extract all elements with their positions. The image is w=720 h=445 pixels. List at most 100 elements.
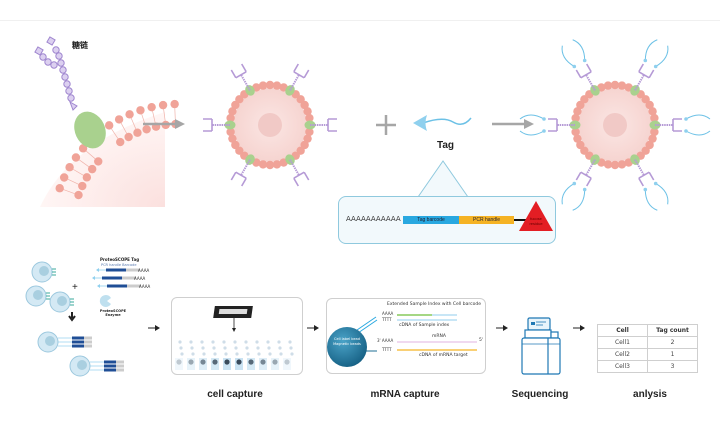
glycan-branch (327, 118, 337, 132)
tag-head (684, 117, 688, 121)
glycan-branch (230, 171, 247, 187)
glycan-branch (672, 118, 682, 132)
arrow-right-icon (143, 119, 185, 129)
tag-strand (655, 45, 669, 67)
cell-id: Cell1 (597, 336, 648, 349)
microwell (224, 352, 228, 356)
glycan-branch (548, 118, 558, 132)
magnetic-bead-illustration (327, 314, 477, 367)
captured-cell (236, 359, 242, 365)
barcode-bar (72, 336, 84, 340)
membrane-bead (571, 113, 580, 123)
tag-head (582, 58, 587, 63)
glycan-branch (293, 63, 310, 79)
tag-count: 3 (647, 360, 698, 373)
mrna-label: mRNA (432, 334, 446, 339)
handle-bar (84, 340, 92, 344)
membrane-bead (650, 127, 659, 137)
linker (514, 219, 526, 221)
tag-head (542, 117, 546, 121)
glycosylated-cell-illustration (203, 63, 337, 187)
tag-head (643, 187, 648, 192)
glycan-branch (638, 171, 655, 187)
microwell (255, 340, 259, 344)
tag-head (92, 276, 95, 280)
membrane-bead (603, 81, 613, 90)
glycan-branch (293, 171, 310, 187)
tag-count-table: Cell Tag count Cell1 2 Cell2 1 Cell3 3 (597, 324, 698, 373)
well (175, 358, 183, 370)
captured-cell (272, 359, 278, 365)
microwell (211, 340, 215, 344)
arrow-right-icon (492, 119, 534, 129)
microwell (223, 346, 227, 350)
microwell (257, 352, 261, 356)
arrow-head (232, 328, 236, 332)
captured-cell (200, 359, 206, 365)
microwell (266, 340, 270, 344)
glycan-stem (240, 159, 251, 176)
membrane-bead (231, 140, 240, 150)
barcode-bar (107, 284, 127, 288)
tag-head (96, 268, 99, 272)
callout-pointer (417, 160, 469, 198)
membrane-bead (645, 100, 654, 110)
glycan-branch (230, 63, 247, 79)
microwell (222, 340, 226, 344)
glycan-branch (575, 171, 592, 187)
tag-count: 2 (647, 336, 698, 349)
enzyme-icon (99, 294, 111, 307)
tag-strand (519, 130, 545, 136)
polya-label: AAAA (134, 276, 146, 281)
tag-subtitle: PCR handle Barcode (101, 263, 137, 267)
membrane-bead (226, 127, 235, 137)
glycan-branch (203, 118, 213, 132)
tag-strand (572, 189, 586, 211)
cell-nucleus (57, 296, 67, 306)
table-row: Cell1 2 (597, 336, 698, 349)
membrane-bead (571, 127, 580, 137)
tag-label: Tag (437, 140, 455, 151)
chip-slot (218, 309, 248, 314)
barcode-bar (104, 368, 116, 372)
membrane-bead (258, 160, 268, 169)
microwell (267, 346, 271, 350)
microwell (191, 352, 195, 356)
glycan-branch (638, 63, 655, 79)
handle-bar (126, 268, 140, 272)
tag-strand (572, 39, 586, 61)
handle-bar (122, 276, 136, 280)
tag-head (653, 64, 658, 69)
glycan-stem (585, 74, 596, 91)
tagged-cell-illustration (519, 39, 711, 211)
pcr-handle-segment: PCR handle (459, 216, 514, 224)
microwell (279, 352, 283, 356)
plus-icon (376, 115, 396, 135)
tag-strand (561, 183, 575, 205)
membrane-bead (650, 113, 659, 123)
tag-strand (685, 130, 711, 136)
microwell (277, 340, 281, 344)
bead-label: Cell label bead Magnetic beads (333, 337, 361, 346)
captured-cell (248, 359, 254, 365)
glycan-stem (289, 74, 300, 91)
microwell (246, 352, 250, 356)
cell-id: Cell2 (597, 348, 648, 361)
glycan-chain (34, 36, 78, 111)
membrane-bead (303, 134, 312, 143)
membrane-bead (648, 134, 657, 143)
aaaa-label: AAAA (382, 311, 394, 316)
membrane-bead (610, 80, 620, 90)
tag-barcode-segment: Tag barcode (403, 216, 459, 224)
cell-nucleus (39, 266, 49, 276)
glycan-stem (634, 159, 645, 176)
handle-bar (127, 284, 141, 288)
microwell (180, 352, 184, 356)
membrane-bead (265, 80, 275, 90)
membrane-bead (300, 100, 309, 110)
membrane-bead (610, 160, 620, 170)
membrane-bead (265, 160, 275, 170)
tag-head (582, 187, 587, 192)
microwell (189, 340, 193, 344)
glycan-stem (634, 74, 645, 91)
